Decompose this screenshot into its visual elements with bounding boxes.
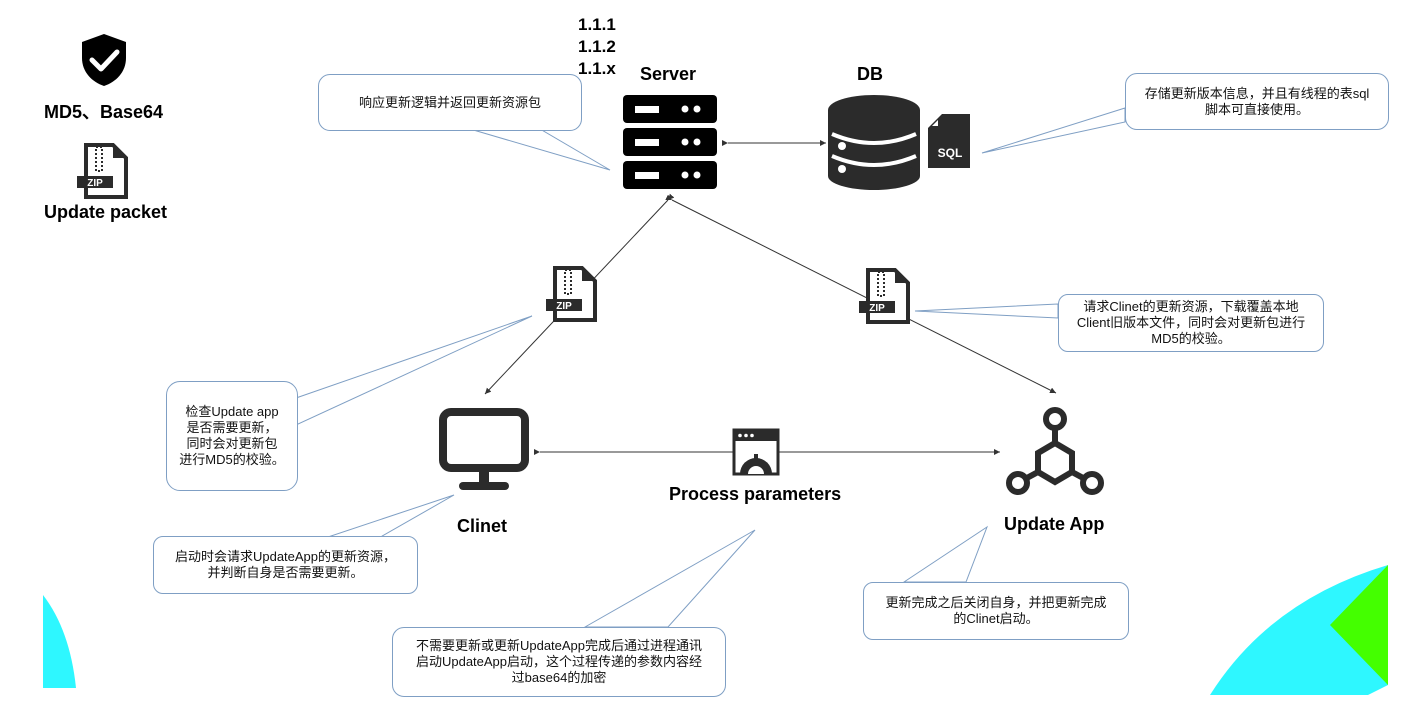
- callout-client: 启动时会请求UpdateApp的更新资源， 并判断自身是否需要更新。: [153, 536, 418, 594]
- callout-zip-left: 检查Update app 是否需要更新， 同时会对更新包 进行MD5的校验。: [166, 381, 298, 491]
- shield-check-icon: [79, 32, 129, 93]
- callout-tail-process: [583, 529, 756, 628]
- monitor-icon: [439, 408, 529, 499]
- callout-tail-db: [981, 107, 1126, 154]
- database-icon: [826, 94, 922, 195]
- zip-right-icon: ZIP: [858, 268, 912, 329]
- callout-tail-server: [469, 128, 611, 171]
- callout-update-app: 更新完成之后关闭自身，并把更新完成 的Clinet启动。: [863, 582, 1129, 640]
- legend-packet-label: Update packet: [44, 202, 168, 222]
- callout-tail-zip-right: [914, 303, 1059, 319]
- sql-file-text: SQL: [938, 146, 963, 160]
- arrow-server-updateapp: [665, 194, 1057, 394]
- hub-network-icon: [1005, 405, 1105, 506]
- zip-left-icon: ZIP: [545, 266, 599, 327]
- version-item: 1.1.2: [578, 37, 616, 56]
- callout-zip-right: 请求Clinet的更新资源，下载覆盖本地 Client旧版本文件，同时会对更新包…: [1058, 294, 1324, 352]
- callout-server: 响应更新逻辑并返回更新资源包: [318, 74, 582, 131]
- callout-tail-updateapp: [902, 525, 989, 583]
- process-label: Process parameters: [669, 484, 842, 504]
- sql-file-icon: SQL: [928, 114, 970, 173]
- legend-security-label: MD5、Base64: [44, 102, 164, 122]
- zip-left-text: ZIP: [556, 301, 572, 312]
- decor-cyan-left: [43, 595, 76, 688]
- server-rack-icon: [623, 95, 717, 194]
- callout-db: 存储更新版本信息，并且有线程的表sql 脚本可直接使用。: [1125, 73, 1389, 130]
- client-label: Clinet: [457, 516, 508, 536]
- update-app-label: Update App: [1004, 514, 1105, 534]
- svg-text:ZIP: ZIP: [87, 178, 103, 189]
- decor-green-right: [1330, 565, 1388, 685]
- server-label: Server: [640, 64, 697, 84]
- decor-cyan-right: [1210, 565, 1388, 695]
- db-label: DB: [857, 64, 883, 84]
- version-item: 1.1.1: [578, 15, 616, 34]
- version-list: 1.1.1 1.1.2 1.1.x: [578, 14, 616, 80]
- version-item: 1.1.x: [578, 59, 616, 78]
- zip-right-text: ZIP: [869, 303, 885, 314]
- callout-process: 不需要更新或更新UpdateApp完成后通过进程通讯 启动UpdateApp启动…: [392, 627, 726, 697]
- window-gear-icon: [732, 428, 780, 481]
- zip-file-icon: ZIP: [76, 143, 130, 204]
